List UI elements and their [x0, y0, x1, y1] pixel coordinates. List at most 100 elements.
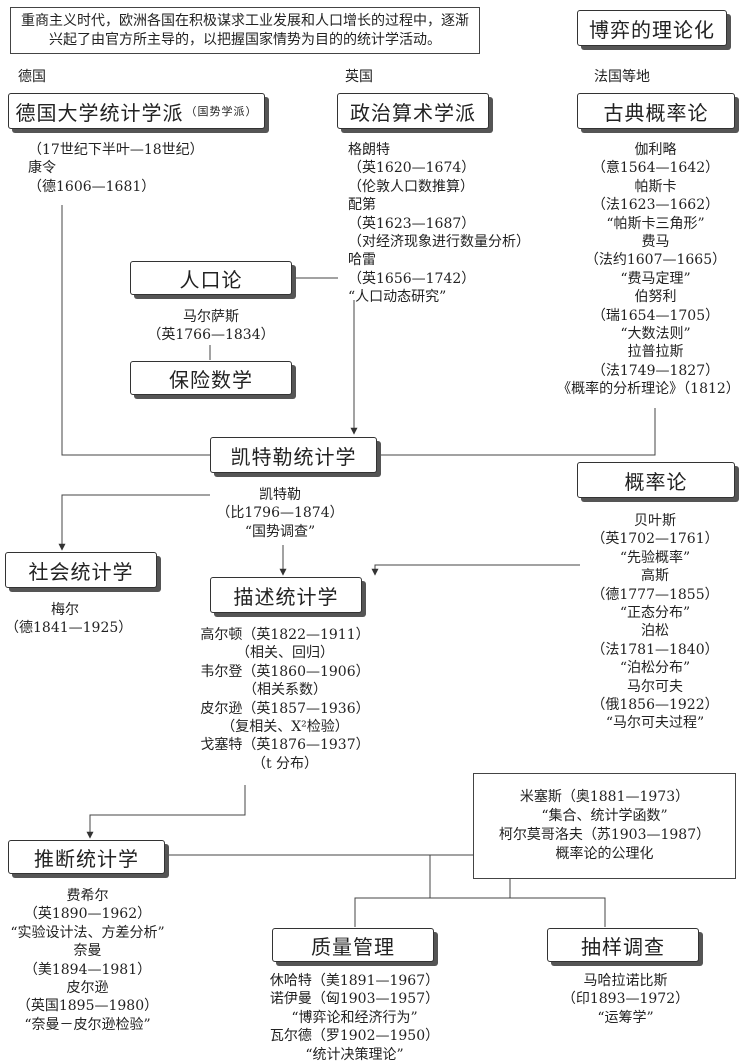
inferential-statistics-box: 推断统计学 [8, 840, 165, 874]
quetelet-people-list: 凯特勒 （比1796—1874） “国势调查” [200, 486, 360, 541]
probability-person-line: 高斯 [641, 568, 669, 585]
inferential-person-line: 奈曼 [73, 943, 102, 960]
malthus-list: 马尔萨斯 （英1766—1834） [130, 308, 292, 345]
inferential-person-line: （英国1895—1980） [16, 998, 159, 1015]
note-line: “集合、统计学函数” [541, 808, 668, 824]
political-people-list: 格朗特 （英1620—1674） （伦敦人口数推算） 配第 （英1623—168… [348, 141, 530, 307]
actuarial-math-box: 保险数学 [130, 361, 292, 395]
political-arithmetic-box: 政治算术学派 [337, 93, 489, 129]
classical-person-line: （法1623—1662） [591, 197, 720, 214]
probability-theory-box: 概率论 [577, 462, 735, 498]
sampling-people-list: 马哈拉诺比斯 （印1893—1972） “运筹学” [548, 972, 703, 1027]
region-britain: 英国 [345, 69, 373, 85]
probability-person-line: （德1777—1855） [591, 586, 719, 603]
inferential-person-line: （英1890—1962） [23, 906, 152, 923]
social-people-list: 梅尔 （德1841—1925） [5, 601, 133, 638]
social-person-line: （德1841—1925） [5, 620, 133, 637]
malthus-line: （英1766—1834） [147, 327, 275, 344]
quality-person-line: 瓦尔德（罗1902—1950） [269, 1028, 440, 1045]
arrow-quetelet-to-social [58, 494, 210, 551]
german-person-line: （17世纪下半叶—18世纪） [28, 142, 204, 158]
quality-management-box: 质量管理 [272, 928, 434, 962]
quality-person-line: 诺伊曼（匈1903—1957） [269, 991, 440, 1008]
kolmogorov-note-box: 米塞斯（奥1881—1973） “集合、统计学函数” 柯尔莫哥洛夫（苏1903—… [473, 773, 736, 879]
quetelet-line: “国势调查” [244, 523, 316, 540]
descriptive-person-line: 戈塞特（英1876—1937） [200, 737, 370, 754]
quality-person-line: 休哈特（美1891—1967） [269, 973, 440, 989]
probability-person-line: （英1702—1761） [591, 531, 719, 548]
probability-person-line: （法1781—1840） [591, 641, 719, 658]
note-line: 米塞斯（奥1881—1973） [519, 789, 690, 805]
inferential-person-line: （美1894—1981） [23, 961, 152, 978]
sampling-survey-label: 抽样调查 [581, 934, 665, 959]
probability-person-line: “正态分布” [619, 605, 691, 622]
classical-person-line: 拉普拉斯 [627, 344, 684, 361]
classical-person-line: （法1749—1827） [591, 362, 720, 379]
quality-management-label: 质量管理 [311, 934, 395, 959]
sampling-survey-box: 抽样调查 [547, 928, 699, 962]
descriptive-person-line: （相关系数） [243, 682, 327, 699]
classical-probability-box: 古典概率论 [577, 93, 735, 129]
quetelet-line: 凯特勒 [259, 487, 301, 503]
probability-person-line: 泊松 [641, 623, 669, 640]
population-theory-box: 人口论 [130, 261, 292, 295]
political-person-line: （对经济现象进行数量分析） [348, 234, 530, 251]
descriptive-person-line: （复相关、X²检验） [221, 719, 349, 736]
line-classical-to-quetelet [380, 408, 656, 456]
classical-person-line: 帕斯卡 [634, 178, 677, 195]
actuarial-math-label: 保险数学 [169, 367, 253, 392]
sampling-person-line: 马哈拉诺比斯 [583, 973, 668, 989]
german-people-list: （17世纪下半叶—18世纪） 康令 （德1606—1681） [28, 141, 204, 196]
descriptive-person-line: （相关、回归） [236, 645, 334, 662]
political-person-line: （英1620—1674） [348, 160, 476, 177]
inferential-statistics-label: 推断统计学 [34, 846, 139, 871]
classical-people-list: 伽利略 （意1564—1642） 帕斯卡 （法1623—1662） “帕斯卡三角… [557, 141, 743, 399]
classical-probability-label: 古典概率论 [603, 100, 709, 125]
line-inferential-to-quality [165, 854, 431, 927]
political-person-line: 哈雷 [348, 252, 376, 269]
probability-person-line: “先验概率” [619, 549, 691, 566]
german-school-sublabel: （国势学派） [185, 105, 258, 118]
game-theory-box: 博弈的理论化 [577, 10, 727, 46]
probability-person-line: 贝叶斯 [634, 513, 676, 529]
inferential-person-line: 费希尔 [66, 888, 109, 904]
descriptive-person-line: （t 分布） [251, 755, 319, 772]
quality-person-line: “统计决策理论” [305, 1046, 404, 1063]
probability-theory-label: 概率论 [624, 469, 688, 494]
intro-text: 重商主义时代，欧洲各国在积极谋求工业发展和人口增长的过程中，逐渐兴起了由官方所主… [21, 12, 469, 48]
region-germany: 德国 [18, 69, 46, 85]
descriptive-statistics-label: 描述统计学 [233, 584, 339, 609]
political-person-line: （英1623—1687） [348, 215, 476, 232]
classical-person-line: （瑞1654—1705） [591, 307, 720, 324]
political-person-line: （伦敦人口数推算） [348, 178, 474, 195]
classical-person-line: “大数法则” [620, 326, 691, 343]
political-person-line: “人口动态研究” [348, 289, 447, 306]
probability-person-line: 马尔可夫 [627, 678, 683, 695]
social-statistics-box: 社会统计学 [5, 552, 157, 588]
social-person-line: 梅尔 [51, 602, 79, 618]
malthus-line: 马尔萨斯 [183, 309, 239, 325]
quality-people-list: 休哈特（美1891—1967） 诺伊曼（匈1903—1957） “博弈论和经济行… [262, 972, 447, 1064]
social-statistics-label: 社会统计学 [28, 559, 134, 584]
quetelet-statistics-box: 凯特勒统计学 [210, 437, 377, 473]
descriptive-person-line: 皮尔逊（英1857—1936） [200, 700, 370, 717]
classical-person-line: 伯努利 [634, 289, 677, 306]
classical-person-line: （法约1607—1665） [584, 252, 727, 269]
arrow-descriptive-to-inferential [86, 785, 246, 839]
note-line: 柯尔莫哥洛夫（苏1903—1987） [498, 827, 711, 843]
inferential-person-line: “实验设计法、方差分析” [10, 924, 165, 941]
inferential-people-list: 费希尔 （英1890—1962） “实验设计法、方差分析” 奈曼 （美1894—… [0, 887, 175, 1034]
sampling-person-line: （印1893—1972） [561, 991, 690, 1008]
german-school-label: 德国大学统计学派 [15, 100, 184, 125]
arrow-probability-to-descriptive [371, 564, 580, 576]
intro-text-box: 重商主义时代，欧洲各国在积极谋求工业发展和人口增长的过程中，逐渐兴起了由官方所主… [10, 7, 480, 54]
note-line: 概率论的公理化 [555, 846, 654, 862]
descriptive-person-line: 韦尔登（英1860—1906） [200, 663, 370, 680]
probability-people-list: 贝叶斯 （英1702—1761） “先验概率” 高斯 （德1777—1855） … [575, 512, 735, 733]
inferential-person-line: 皮尔逊 [66, 980, 109, 997]
political-person-line: 格朗特 [348, 142, 390, 158]
political-person-line: 配第 [348, 197, 376, 214]
political-person-line: （英1656—1742） [348, 270, 476, 287]
quetelet-line: （比1796—1874） [216, 505, 344, 522]
german-person-line: （德1606—1681） [28, 178, 156, 195]
